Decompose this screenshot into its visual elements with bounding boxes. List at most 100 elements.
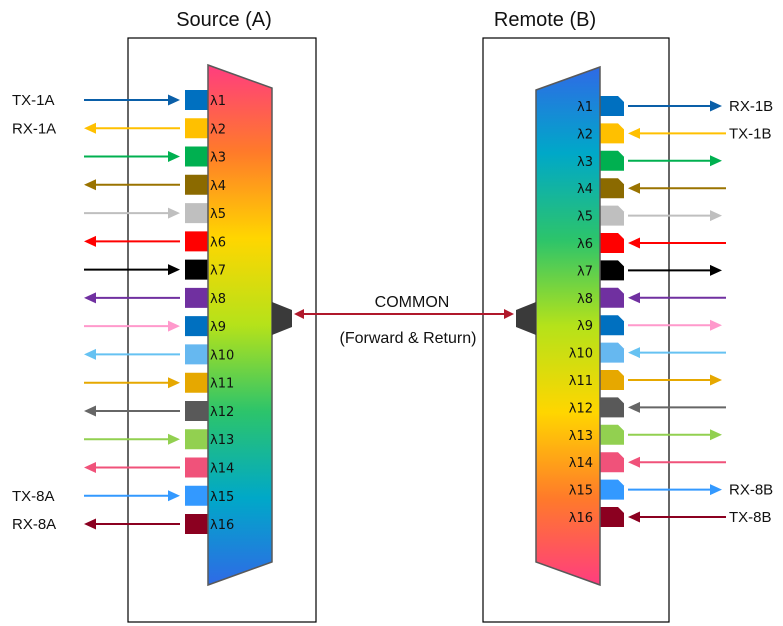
source-lambda-5: λ5 — [210, 207, 226, 222]
remote-arrow-11 — [628, 374, 722, 386]
source-lambda-4: λ4 — [210, 179, 226, 194]
remote-arrow-3-head — [710, 155, 722, 167]
source-lambda-15: λ15 — [210, 490, 234, 505]
remote-lambda-13: λ13 — [569, 429, 593, 444]
remote-title: Remote (B) — [494, 9, 596, 31]
remote-port-7 — [600, 260, 624, 281]
source-arrow-11 — [84, 377, 180, 389]
source-port-label-1: TX-1A — [12, 92, 55, 109]
remote-arrow-15-head — [710, 484, 722, 496]
source-arrow-8-head — [84, 292, 96, 304]
source-arrow-1-head — [168, 94, 180, 106]
source-arrow-14 — [84, 462, 180, 474]
remote-common-port — [516, 302, 536, 335]
source-port-15 — [185, 485, 208, 506]
source-lambda-13: λ13 — [210, 433, 234, 448]
remote-box — [482, 37, 670, 623]
remote-lambda-4: λ4 — [577, 182, 593, 197]
remote-arrow-3 — [628, 155, 722, 167]
source-port-label-2: RX-1A — [12, 120, 56, 137]
remote-port-label-1: RX-1B — [729, 98, 773, 115]
source-arrow-7-head — [168, 264, 180, 276]
source-arrow-5-head — [168, 207, 180, 219]
common-arrowhead-right — [504, 309, 514, 319]
remote-lambda-15: λ15 — [569, 484, 593, 499]
remote-port-2 — [600, 123, 624, 144]
source-arrow-10 — [84, 348, 180, 360]
remote-arrow-7-head — [710, 264, 722, 276]
remote-arrow-11-head — [710, 374, 722, 386]
source-arrow-3 — [84, 151, 180, 163]
source-arrow-13-head — [168, 433, 180, 445]
source-arrow-6-head — [84, 235, 96, 247]
remote-lambda-2: λ2 — [577, 127, 593, 142]
source-lambda-10: λ10 — [210, 348, 234, 363]
source-lambda-9: λ9 — [210, 320, 226, 335]
remote-arrow-13-head — [710, 429, 722, 441]
remote-port-1 — [600, 96, 624, 116]
source-arrow-1 — [84, 94, 180, 106]
remote-arrow-12 — [628, 401, 726, 413]
source-arrow-14-head — [84, 462, 96, 474]
source-arrow-7 — [84, 264, 180, 276]
remote-lambda-6: λ6 — [577, 237, 593, 252]
source-box — [127, 37, 317, 623]
source-channel-ports — [185, 90, 208, 535]
source-port-2 — [185, 118, 208, 139]
remote-port-8 — [600, 287, 624, 308]
source-port-12 — [185, 400, 208, 421]
remote-port-13 — [600, 424, 624, 445]
source-unit: Source (A) λ1λ2λ3λ4λ5λ6λ7λ8λ9λ10λ11λ12λ1… — [12, 9, 317, 623]
source-port-label-15: TX-8A — [12, 488, 55, 505]
source-lambda-6: λ6 — [210, 235, 226, 250]
source-arrow-9 — [84, 320, 180, 332]
source-port-4 — [185, 174, 208, 195]
remote-arrow-15 — [628, 484, 722, 496]
remote-arrow-13 — [628, 429, 722, 441]
source-lambda-3: λ3 — [210, 151, 226, 166]
remote-mux-body — [535, 65, 601, 587]
source-lambda-1: λ1 — [210, 94, 226, 109]
source-arrow-15-head — [168, 490, 180, 502]
source-arrow-8 — [84, 292, 180, 304]
source-lambda-2: λ2 — [210, 122, 226, 137]
remote-port-12 — [600, 397, 624, 418]
source-channel-arrows — [84, 94, 180, 530]
common-link: COMMON (Forward & Return) — [294, 294, 514, 347]
remote-arrow-8 — [628, 292, 726, 304]
remote-channel-ports — [600, 96, 624, 527]
source-arrow-11-head — [168, 377, 180, 389]
common-label: COMMON — [375, 294, 450, 311]
remote-arrow-10-head — [628, 347, 640, 359]
remote-arrow-1-head — [710, 100, 722, 112]
remote-arrow-7 — [628, 264, 722, 276]
remote-port-label-16: TX-8B — [729, 509, 772, 526]
source-port-7 — [185, 259, 208, 280]
remote-arrow-14 — [628, 456, 726, 468]
source-arrow-5 — [84, 207, 180, 219]
source-lambda-11: λ11 — [210, 377, 234, 392]
source-lambda-14: λ14 — [210, 462, 234, 477]
remote-arrow-12-head — [628, 401, 640, 413]
remote-port-9 — [600, 315, 624, 336]
source-port-16 — [185, 514, 208, 535]
source-arrow-13 — [84, 433, 180, 445]
remote-arrow-14-head — [628, 456, 640, 468]
remote-lambda-9: λ9 — [577, 319, 593, 334]
remote-port-label-15: RX-8B — [729, 482, 773, 499]
remote-lambda-10: λ10 — [569, 347, 593, 362]
source-port-10 — [185, 344, 208, 365]
remote-arrow-5 — [628, 210, 722, 222]
source-port-label-16: RX-8A — [12, 516, 56, 533]
remote-arrow-9-head — [710, 319, 722, 331]
source-common-port — [272, 302, 292, 335]
remote-unit: Remote (B) λ1λ2λ3λ4λ5λ6λ7λ8λ9λ10λ11λ12λ1… — [482, 9, 773, 623]
source-arrow-2-head — [84, 122, 96, 134]
source-port-1 — [185, 90, 208, 110]
common-sublabel: (Forward & Return) — [340, 330, 477, 347]
remote-port-16 — [600, 507, 624, 527]
remote-port-label-2: TX-1B — [729, 125, 772, 142]
